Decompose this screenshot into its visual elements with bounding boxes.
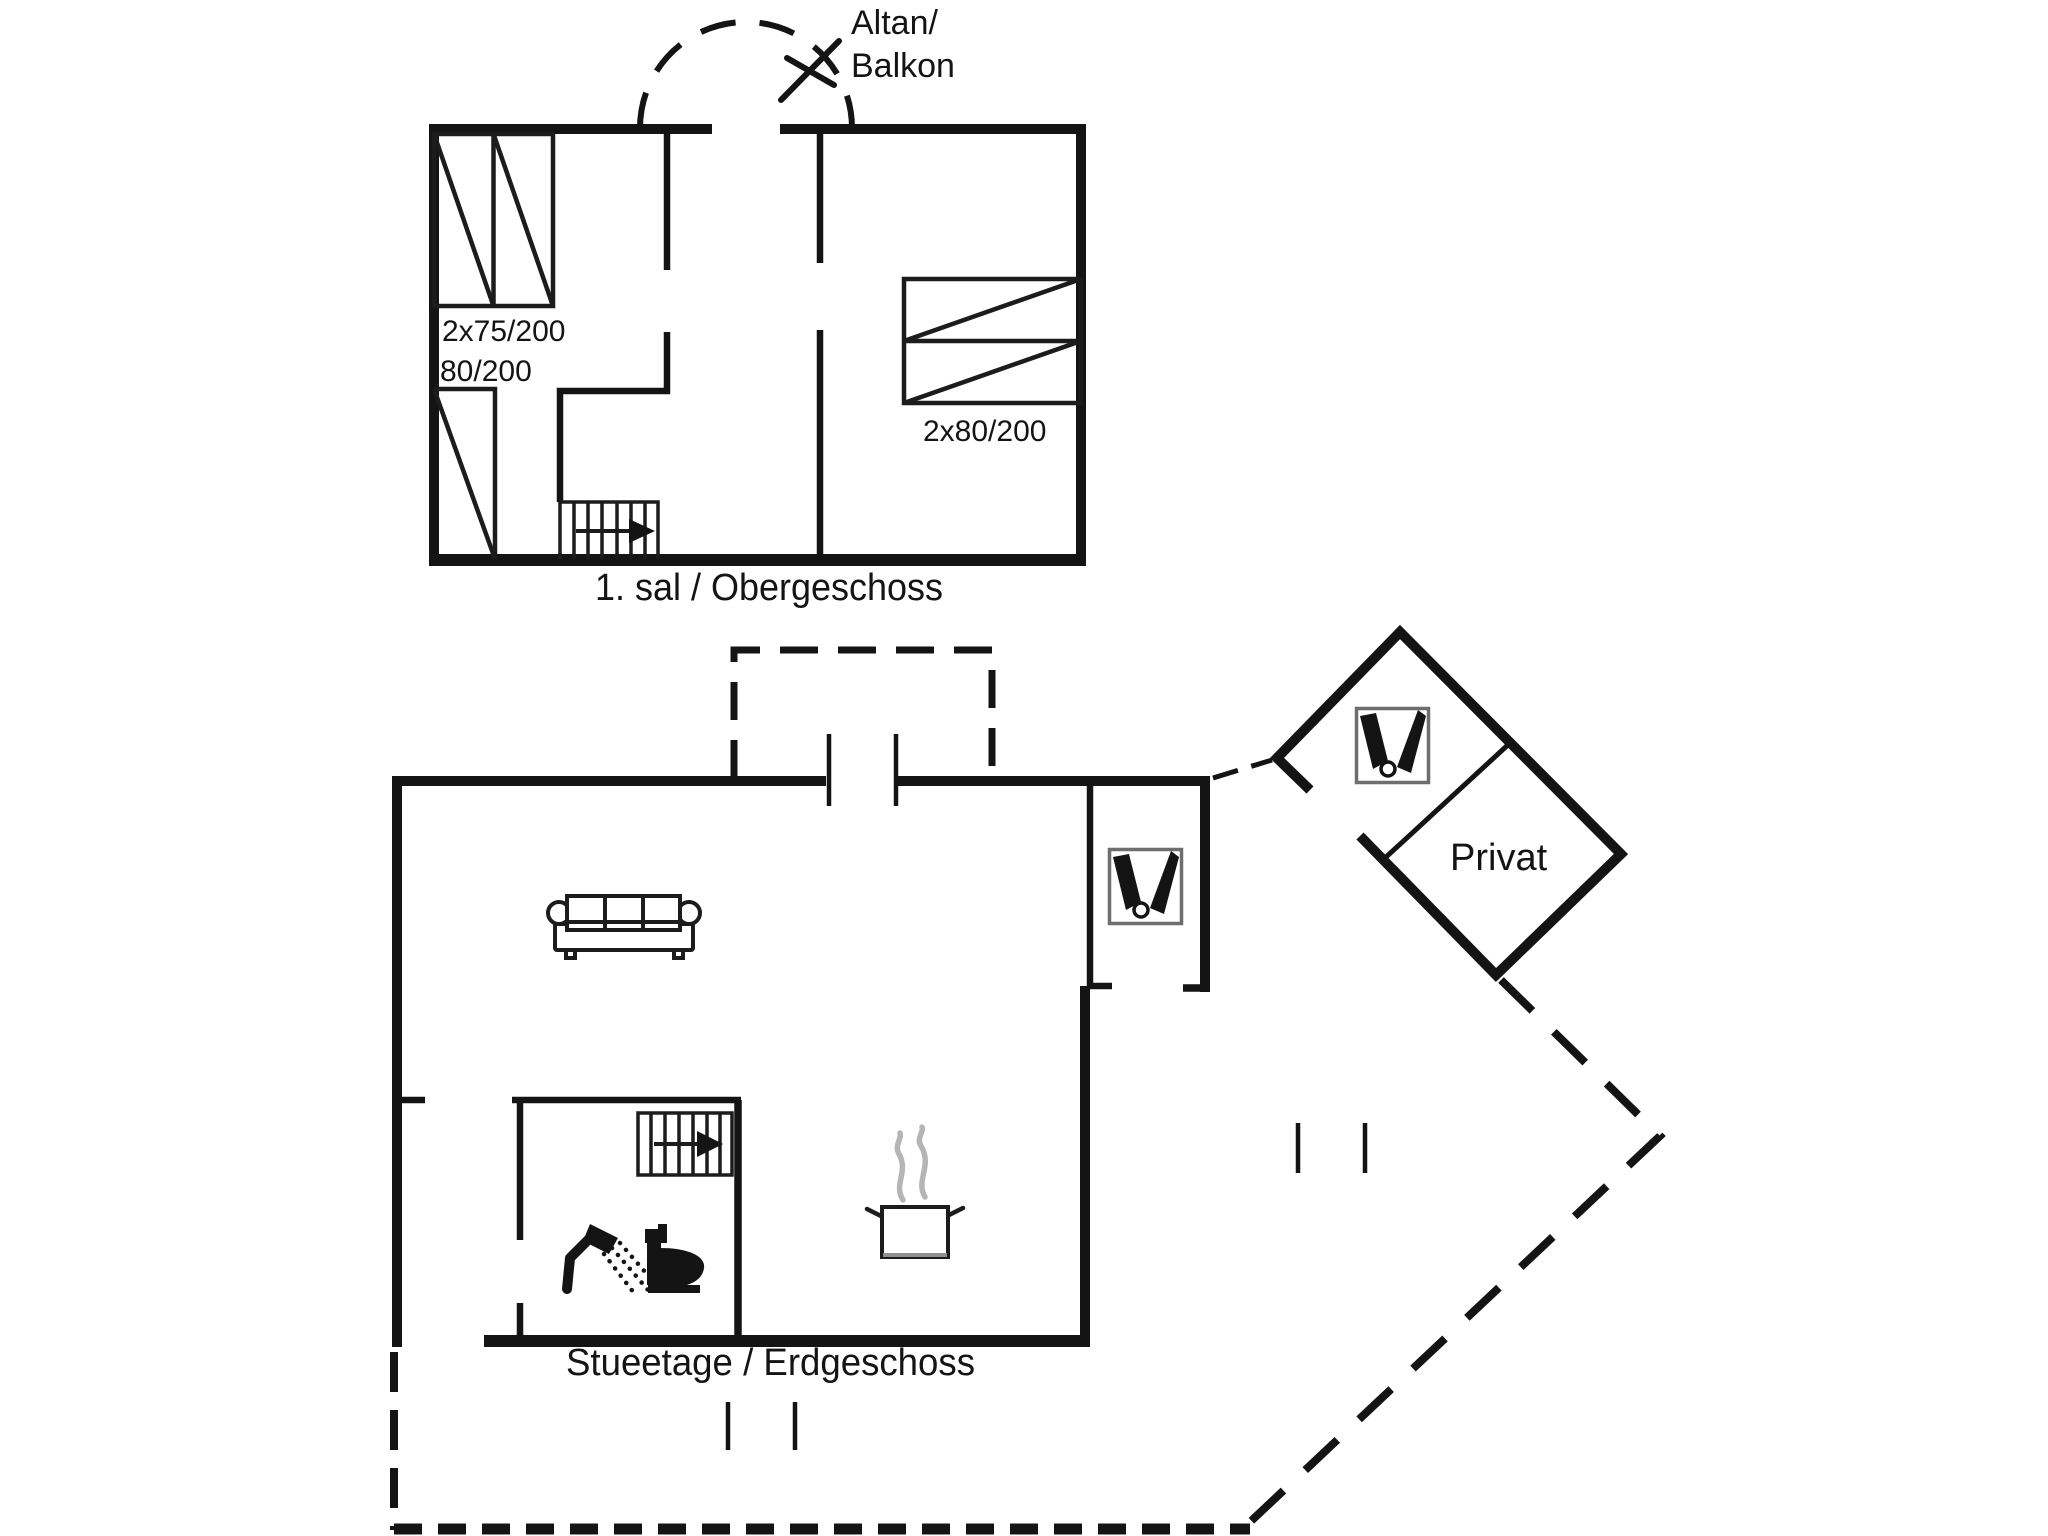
- shower-icon: [562, 1224, 655, 1296]
- ground-staircase-icon: [636, 1111, 734, 1177]
- upper-staircase-icon: [558, 500, 660, 559]
- terrace-boundary-dashed: [390, 977, 1666, 1535]
- bed-double-right-icon: [901, 276, 1084, 406]
- bed-size-label-80: 80/200: [440, 355, 532, 388]
- bed-size-label-2x80: 2x80/200: [923, 415, 1046, 448]
- vestibule-washbasin-icon: [1107, 847, 1184, 926]
- ground-outer-walls: [392, 776, 1210, 1347]
- terrace-entry-marks-bottom: [725, 1402, 798, 1450]
- upper-floor-title: 1. sal / Obergeschoss: [595, 567, 943, 609]
- annex-path-dashed: [1212, 757, 1273, 781]
- balcony-label-line1: Altan/: [851, 4, 938, 42]
- upper-floor-plan: 2x75/200 80/200 2x80/200 Altan/ Balkon 1…: [429, 4, 1086, 609]
- sofa-icon: [546, 894, 702, 960]
- annex-divider-wall: [1383, 741, 1512, 860]
- terrace-outline-dashed: [730, 646, 996, 778]
- bed-size-label-2x75: 2x75/200: [442, 315, 565, 348]
- ground-floor-title: Stueetage / Erdgeschoss: [566, 1342, 975, 1384]
- ground-floor-plan: Stueetage / Erdgeschoss: [390, 646, 1666, 1535]
- toilet-icon: [645, 1224, 705, 1293]
- terrace-door-marks: [826, 734, 899, 806]
- annex-washbasin-icon: [1354, 706, 1431, 785]
- annex-label: Privat: [1450, 837, 1548, 879]
- boundary-entry-marks-right: [1295, 1123, 1368, 1173]
- ground-interior-walls: [392, 786, 1112, 1341]
- balcony-door-icon: [778, 38, 842, 103]
- upper-interior-walls: [556, 134, 824, 561]
- bed-double-left-icon: [431, 131, 556, 309]
- bed-single-left-icon: [431, 386, 498, 560]
- balcony-label-line2: Balkon: [851, 47, 955, 85]
- privat-annex: Privat: [1269, 624, 1629, 983]
- cooking-pot-icon: [864, 1124, 966, 1259]
